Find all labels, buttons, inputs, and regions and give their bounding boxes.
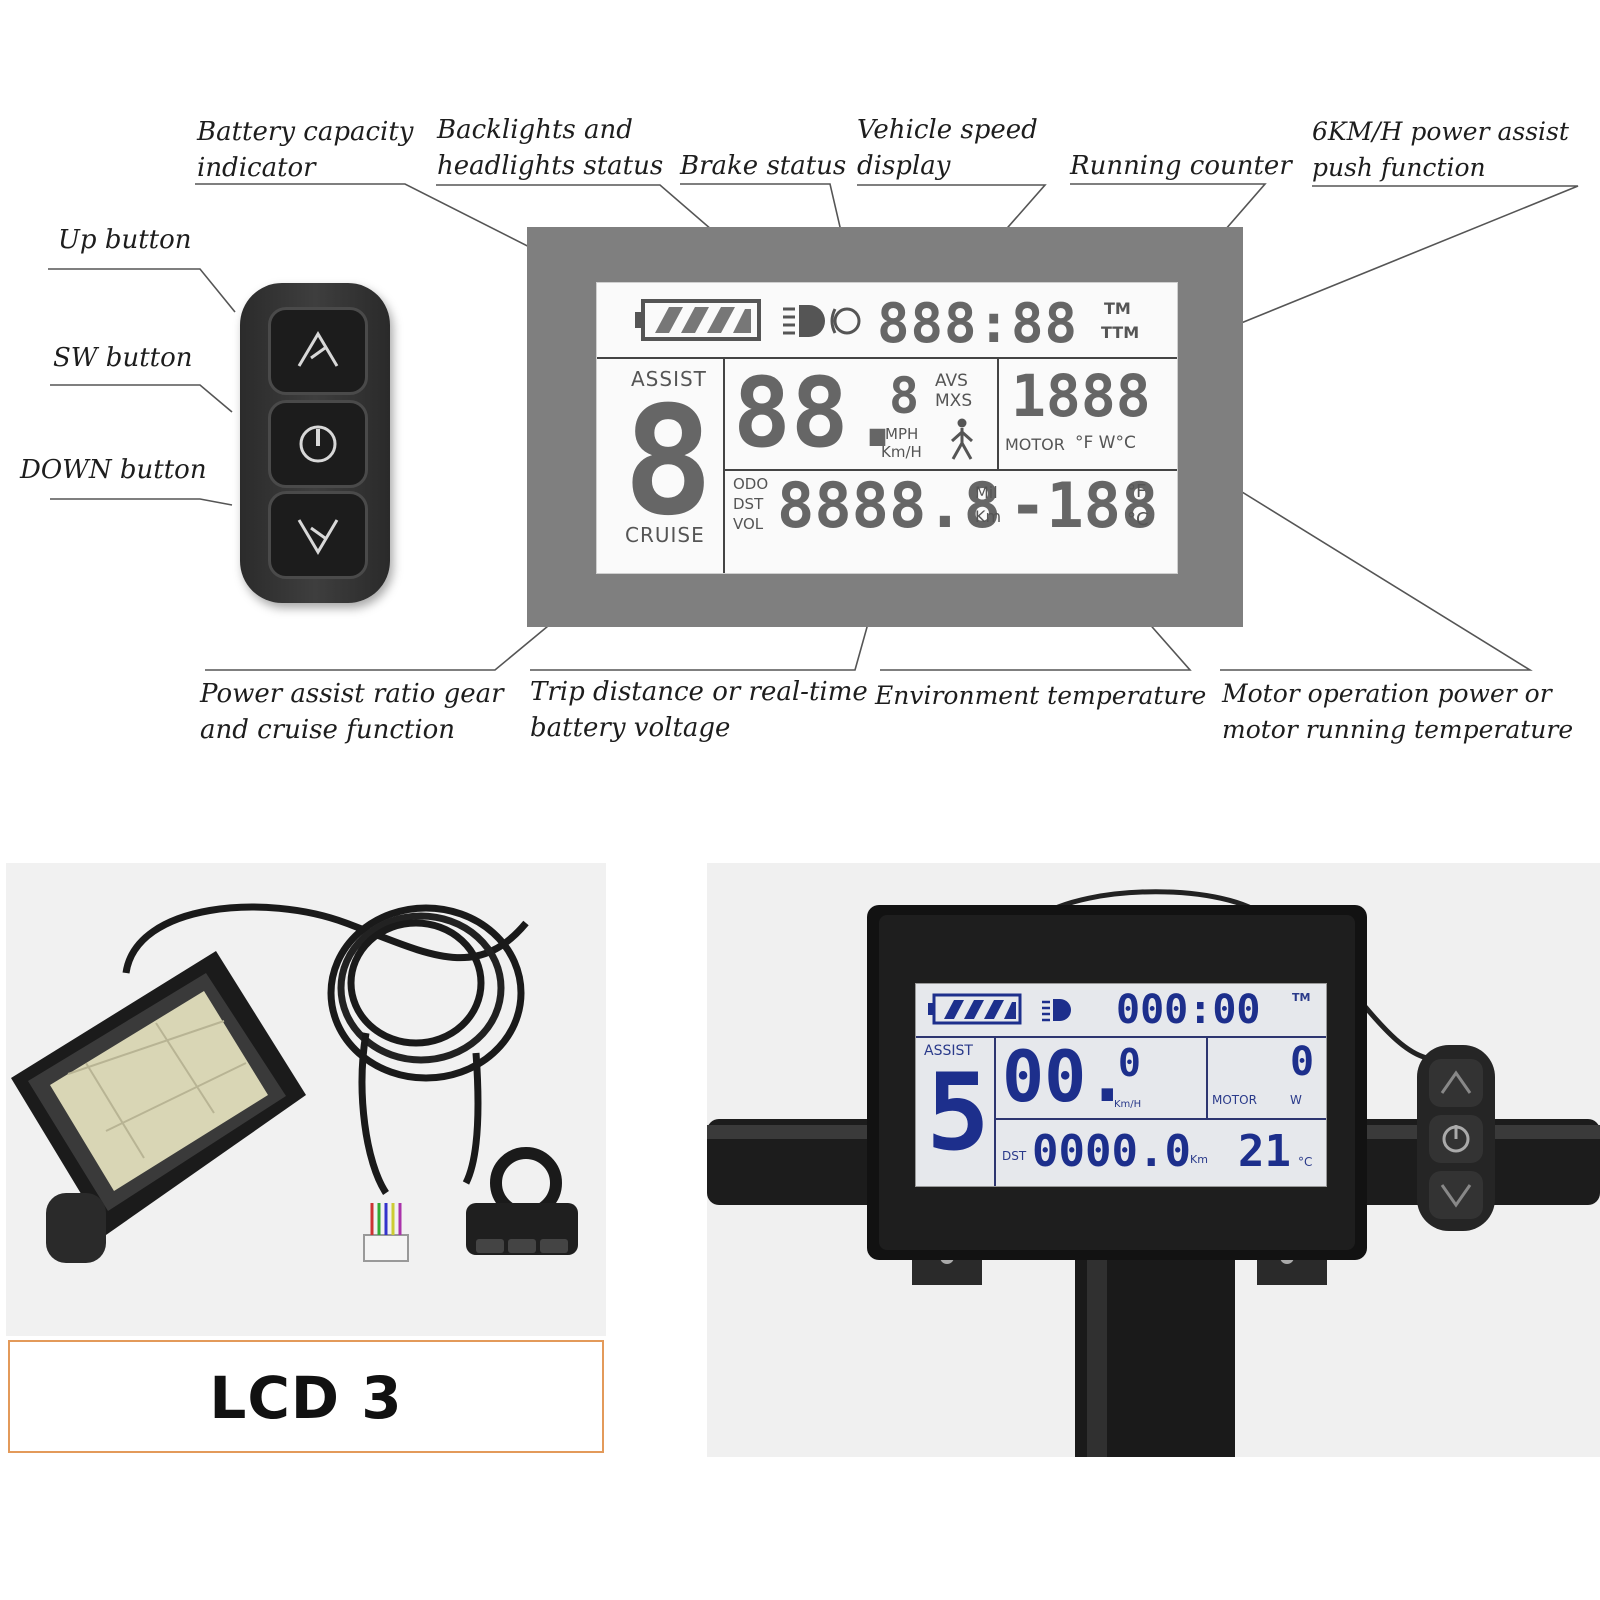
callout-text: Vehicle speed display <box>857 115 1038 181</box>
down-button[interactable] <box>268 491 368 579</box>
lcd-distance: 0000.0 <box>1032 1126 1191 1177</box>
divider-top <box>597 357 1177 359</box>
vol-label: VOL <box>733 515 764 533</box>
lcd-temp: 21 <box>1238 1126 1291 1177</box>
callout-env-temp: Environment temperature <box>875 678 1206 714</box>
leader-sw <box>50 384 233 413</box>
walk-assist-icon <box>950 418 974 460</box>
power-icon <box>299 425 337 463</box>
down-arrow-icon <box>297 519 339 555</box>
assist-label: ASSIST <box>631 367 707 391</box>
ttm-label: TTM <box>1101 323 1140 342</box>
lcd-dst-label: DST <box>1002 1149 1027 1163</box>
lcd-w-label: W <box>1290 1093 1302 1107</box>
lcd-cable-illustration <box>11 903 578 1263</box>
lcd-motor-digit: 0 <box>1290 1039 1315 1085</box>
callout-down-button: DOWN button <box>20 452 207 488</box>
avs-label: AVS <box>935 371 968 391</box>
callout-vehicle-speed: Vehicle speed display <box>857 112 1038 184</box>
callout-text: Trip distance or real-time battery volta… <box>530 677 868 743</box>
lcd-assist-label: ASSIST <box>924 1043 973 1059</box>
callout-up-button: Up button <box>58 222 192 258</box>
dst-label: DST <box>733 495 764 513</box>
callout-assist-ratio: Power assist ratio gear and cruise funct… <box>200 676 504 748</box>
product-photo-lcd-with-cable <box>6 863 606 1336</box>
callout-push-function: 6KM/H power assist push function <box>1312 114 1569 186</box>
callout-text: Backlights and headlights status <box>437 115 664 181</box>
divider-middle <box>723 469 1177 471</box>
headlight-icon <box>783 305 825 337</box>
sw-button[interactable] <box>268 400 368 488</box>
callout-text: Battery capacity indicator <box>197 117 414 183</box>
callout-trip-distance: Trip distance or real-time battery volta… <box>530 674 868 746</box>
running-counter-digits: 888:88 <box>877 292 1079 355</box>
brake-icon <box>830 307 861 335</box>
motor-digits: 1888 <box>1011 362 1151 430</box>
lcd-assist-digit: 5 <box>926 1051 990 1174</box>
deg-f-label: °F <box>1127 481 1147 502</box>
lcd-kmh-label: Km/H <box>1114 1099 1142 1110</box>
callout-text: Brake status <box>680 151 847 181</box>
lcd-divider-middle <box>994 1118 1326 1120</box>
divider-assist <box>723 357 725 573</box>
lcd-tm-label: TM <box>1292 991 1311 1004</box>
tm-label: TM <box>1104 299 1131 318</box>
leader-motor <box>1144 431 1533 671</box>
leader-up <box>48 268 236 313</box>
odo-label: ODO <box>733 475 769 493</box>
callout-text: Running counter <box>1070 151 1292 181</box>
kmh-label: Km/H <box>881 443 922 461</box>
mph-label: MPH <box>885 425 919 443</box>
lcd-km-label: Km <box>1190 1153 1208 1166</box>
callout-text: Power assist ratio gear and cruise funct… <box>200 679 504 745</box>
remote-control <box>240 283 390 603</box>
lcd-model-text: LCD 3 <box>209 1364 403 1432</box>
lcd-speed-digits: 00. <box>1002 1036 1129 1118</box>
cruise-label: CRUISE <box>625 523 705 547</box>
product-photo-mounted-lcd: 000:00 TM ASSIST 5 00. 0 Km/H 0 MOTOR W … <box>707 863 1600 1457</box>
lcd-headlight-icon <box>1042 999 1071 1022</box>
motor-label: MOTOR <box>1005 435 1065 454</box>
lcd-divider-assist <box>994 1036 996 1186</box>
lcd-divider-top <box>916 1036 1326 1038</box>
lcd-divider-motor <box>1206 1036 1208 1118</box>
mxs-label: MXS <box>935 391 973 411</box>
mil-label: Mil <box>975 483 998 502</box>
km-label: Km <box>975 507 1002 526</box>
divider-motor <box>997 357 999 469</box>
deg-c-label: °C <box>1127 509 1149 530</box>
callout-backlights: Backlights and headlights status <box>437 112 663 184</box>
display-schematic: 888:88 TM TTM ASSIST 8 CRUISE 88. 8 AVS … <box>596 282 1178 574</box>
callout-text: Environment temperature <box>875 681 1207 710</box>
callout-text: Up button <box>58 225 192 255</box>
lcd-clock: 000:00 <box>1116 987 1261 1033</box>
distance-digits: 8888.8 <box>777 469 1001 542</box>
battery-icon <box>635 299 761 341</box>
lcd-speed-decimal: 0 <box>1118 1041 1141 1085</box>
lcd-battery-icon <box>928 993 1022 1025</box>
callout-text: DOWN button <box>20 455 207 485</box>
speed-decimal: 8 <box>889 367 920 425</box>
motor-units: °F W°C <box>1075 433 1136 453</box>
speed-digits: 88. <box>733 357 907 469</box>
assist-digit: 8 <box>623 375 714 549</box>
lcd-deg-c-label: °C <box>1298 1155 1313 1169</box>
up-button[interactable] <box>268 307 368 395</box>
lcd-screen-photo: 000:00 TM ASSIST 5 00. 0 Km/H 0 MOTOR W … <box>915 983 1327 1187</box>
callout-text: Motor operation power or motor running t… <box>1222 679 1574 744</box>
lcd-model-label: LCD 3 <box>8 1340 604 1453</box>
callout-text: SW button <box>53 343 193 373</box>
lcd-motor-label: MOTOR <box>1212 1093 1257 1107</box>
callout-motor-power: Motor operation power or motor running t… <box>1222 676 1573 748</box>
callout-battery-capacity: Battery capacity indicator <box>197 114 414 186</box>
leader-down <box>50 498 233 506</box>
temp-digits: -188 <box>1009 469 1159 542</box>
up-arrow-icon <box>297 331 339 367</box>
callout-running-counter: Running counter <box>1070 148 1292 184</box>
callout-sw-button: SW button <box>53 340 192 376</box>
callout-text: 6KM/H power assist push function <box>1312 117 1569 182</box>
callout-brake: Brake status <box>680 148 846 184</box>
